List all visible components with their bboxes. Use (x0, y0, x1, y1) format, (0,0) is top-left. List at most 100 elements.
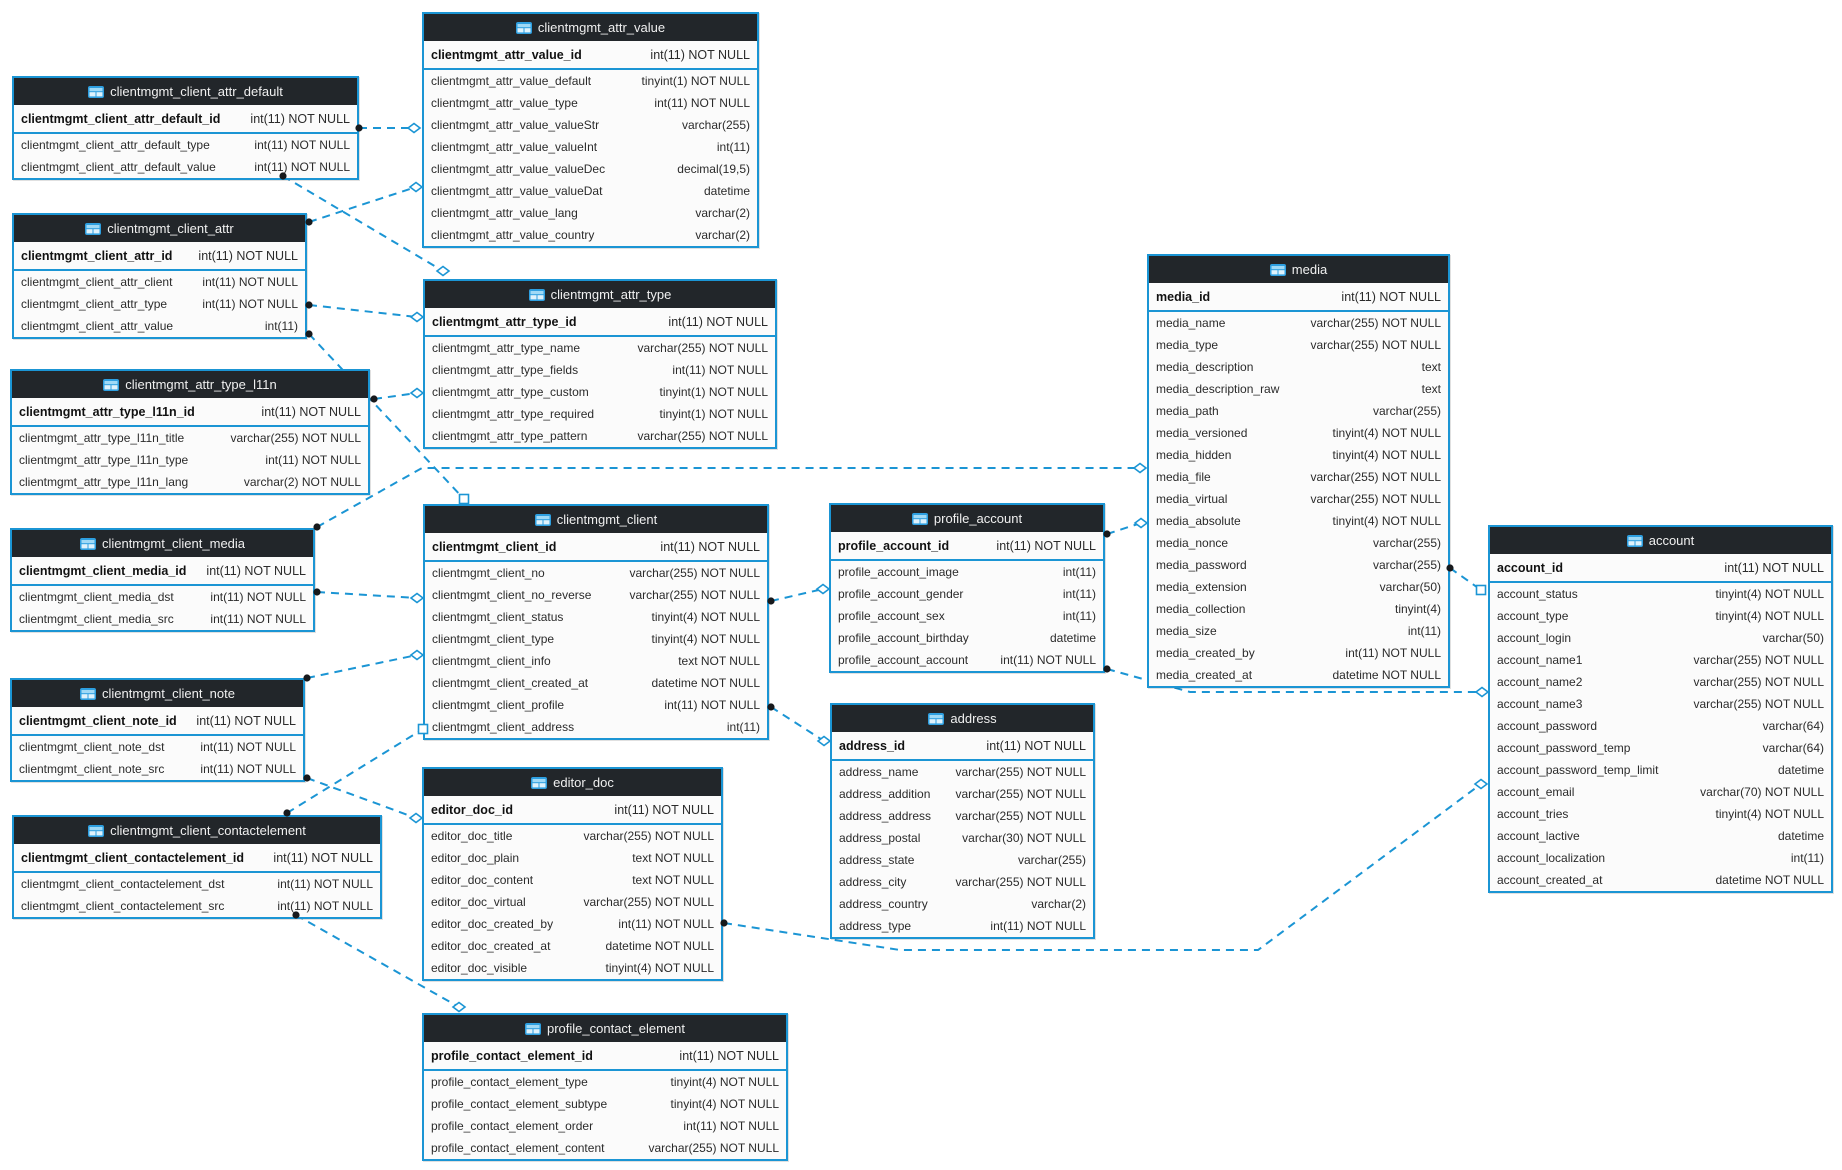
column-row[interactable]: media_extension varchar(50) (1149, 576, 1448, 598)
column-row[interactable]: profile_contact_element_subtype tinyint(… (424, 1093, 786, 1115)
table-clientmgmt_attr_type[interactable]: clientmgmt_attr_type clientmgmt_attr_typ… (423, 279, 777, 449)
column-row[interactable]: profile_account_gender int(11) (831, 583, 1103, 605)
table-header[interactable]: media (1149, 256, 1448, 283)
table-clientmgmt_attr_value[interactable]: clientmgmt_attr_value clientmgmt_attr_va… (422, 12, 759, 248)
column-row[interactable]: clientmgmt_attr_value_valueDat datetime (424, 180, 757, 202)
column-row[interactable]: account_email varchar(70) NOT NULL (1490, 781, 1831, 803)
column-row[interactable]: media_versioned tinyint(4) NOT NULL (1149, 422, 1448, 444)
column-row[interactable]: media_size int(11) (1149, 620, 1448, 642)
primary-key-row[interactable]: clientmgmt_client_id int(11) NOT NULL (425, 533, 767, 562)
table-clientmgmt_client_contactelement[interactable]: clientmgmt_client_contactelement clientm… (12, 815, 382, 919)
table-header[interactable]: address (832, 705, 1093, 732)
column-row[interactable]: account_name2 varchar(255) NOT NULL (1490, 671, 1831, 693)
column-row[interactable]: clientmgmt_attr_value_country varchar(2) (424, 224, 757, 246)
column-row[interactable]: media_file varchar(255) NOT NULL (1149, 466, 1448, 488)
column-row[interactable]: profile_contact_element_order int(11) NO… (424, 1115, 786, 1137)
column-row[interactable]: account_password_temp_limit datetime (1490, 759, 1831, 781)
column-row[interactable]: address_state varchar(255) (832, 849, 1093, 871)
column-row[interactable]: clientmgmt_client_media_src int(11) NOT … (12, 608, 313, 630)
table-clientmgmt_client_attr_default[interactable]: clientmgmt_client_attr_default clientmgm… (12, 76, 359, 180)
column-row[interactable]: address_name varchar(255) NOT NULL (832, 761, 1093, 783)
primary-key-row[interactable]: clientmgmt_attr_value_id int(11) NOT NUL… (424, 41, 757, 70)
primary-key-row[interactable]: clientmgmt_client_attr_id int(11) NOT NU… (14, 242, 305, 271)
column-row[interactable]: profile_contact_element_type tinyint(4) … (424, 1071, 786, 1093)
table-clientmgmt_client_attr[interactable]: clientmgmt_client_attr clientmgmt_client… (12, 213, 307, 339)
column-row[interactable]: editor_doc_created_by int(11) NOT NULL (424, 913, 721, 935)
column-row[interactable]: media_created_at datetime NOT NULL (1149, 664, 1448, 686)
table-profile_account[interactable]: profile_account profile_account_id int(1… (829, 503, 1105, 673)
column-row[interactable]: clientmgmt_attr_type_name varchar(255) N… (425, 337, 775, 359)
column-row[interactable]: account_localization int(11) (1490, 847, 1831, 869)
column-row[interactable]: address_addition varchar(255) NOT NULL (832, 783, 1093, 805)
column-row[interactable]: media_nonce varchar(255) (1149, 532, 1448, 554)
table-header[interactable]: profile_account (831, 505, 1103, 532)
primary-key-row[interactable]: account_id int(11) NOT NULL (1490, 554, 1831, 583)
column-row[interactable]: media_created_by int(11) NOT NULL (1149, 642, 1448, 664)
column-row[interactable]: clientmgmt_client_attr_type int(11) NOT … (14, 293, 305, 315)
column-row[interactable]: clientmgmt_attr_value_lang varchar(2) (424, 202, 757, 224)
table-header[interactable]: clientmgmt_attr_type_l11n (12, 371, 368, 398)
column-row[interactable]: address_postal varchar(30) NOT NULL (832, 827, 1093, 849)
table-clientmgmt_client[interactable]: clientmgmt_client clientmgmt_client_id i… (423, 504, 769, 740)
primary-key-row[interactable]: editor_doc_id int(11) NOT NULL (424, 796, 721, 825)
column-row[interactable]: clientmgmt_client_info text NOT NULL (425, 650, 767, 672)
column-row[interactable]: account_type tinyint(4) NOT NULL (1490, 605, 1831, 627)
table-header[interactable]: clientmgmt_client_media (12, 530, 313, 557)
column-row[interactable]: account_login varchar(50) (1490, 627, 1831, 649)
table-header[interactable]: clientmgmt_client (425, 506, 767, 533)
column-row[interactable]: editor_doc_visible tinyint(4) NOT NULL (424, 957, 721, 979)
table-address[interactable]: address address_id int(11) NOT NULL addr… (830, 703, 1095, 939)
column-row[interactable]: clientmgmt_attr_value_valueStr varchar(2… (424, 114, 757, 136)
column-row[interactable]: profile_contact_element_content varchar(… (424, 1137, 786, 1159)
table-profile_contact_element[interactable]: profile_contact_element profile_contact_… (422, 1013, 788, 1161)
column-row[interactable]: account_password_temp varchar(64) (1490, 737, 1831, 759)
column-row[interactable]: account_password varchar(64) (1490, 715, 1831, 737)
table-media[interactable]: media media_id int(11) NOT NULL media_na… (1147, 254, 1450, 688)
column-row[interactable]: clientmgmt_attr_type_fields int(11) NOT … (425, 359, 775, 381)
column-row[interactable]: clientmgmt_client_contactelement_src int… (14, 895, 380, 917)
column-row[interactable]: media_password varchar(255) (1149, 554, 1448, 576)
column-row[interactable]: account_lactive datetime (1490, 825, 1831, 847)
primary-key-row[interactable]: clientmgmt_client_media_id int(11) NOT N… (12, 557, 313, 586)
column-row[interactable]: clientmgmt_attr_type_custom tinyint(1) N… (425, 381, 775, 403)
column-row[interactable]: clientmgmt_client_media_dst int(11) NOT … (12, 586, 313, 608)
column-row[interactable]: media_type varchar(255) NOT NULL (1149, 334, 1448, 356)
column-row[interactable]: clientmgmt_attr_type_l11n_lang varchar(2… (12, 471, 368, 493)
column-row[interactable]: editor_doc_plain text NOT NULL (424, 847, 721, 869)
column-row[interactable]: profile_account_sex int(11) (831, 605, 1103, 627)
column-row[interactable]: account_name3 varchar(255) NOT NULL (1490, 693, 1831, 715)
table-header[interactable]: clientmgmt_client_note (12, 680, 303, 707)
table-header[interactable]: clientmgmt_client_contactelement (14, 817, 380, 844)
column-row[interactable]: clientmgmt_client_no_reverse varchar(255… (425, 584, 767, 606)
column-row[interactable]: account_status tinyint(4) NOT NULL (1490, 583, 1831, 605)
table-header[interactable]: account (1490, 527, 1831, 554)
primary-key-row[interactable]: address_id int(11) NOT NULL (832, 732, 1093, 761)
column-row[interactable]: address_address varchar(255) NOT NULL (832, 805, 1093, 827)
column-row[interactable]: clientmgmt_attr_value_default tinyint(1)… (424, 70, 757, 92)
primary-key-row[interactable]: profile_account_id int(11) NOT NULL (831, 532, 1103, 561)
column-row[interactable]: media_description text (1149, 356, 1448, 378)
column-row[interactable]: media_absolute tinyint(4) NOT NULL (1149, 510, 1448, 532)
column-row[interactable]: media_hidden tinyint(4) NOT NULL (1149, 444, 1448, 466)
column-row[interactable]: clientmgmt_client_attr_client int(11) NO… (14, 271, 305, 293)
column-row[interactable]: clientmgmt_client_status tinyint(4) NOT … (425, 606, 767, 628)
column-row[interactable]: clientmgmt_client_contactelement_dst int… (14, 873, 380, 895)
column-row[interactable]: media_path varchar(255) (1149, 400, 1448, 422)
column-row[interactable]: account_tries tinyint(4) NOT NULL (1490, 803, 1831, 825)
column-row[interactable]: clientmgmt_attr_type_pattern varchar(255… (425, 425, 775, 447)
column-row[interactable]: editor_doc_virtual varchar(255) NOT NULL (424, 891, 721, 913)
column-row[interactable]: clientmgmt_attr_type_required tinyint(1)… (425, 403, 775, 425)
column-row[interactable]: clientmgmt_client_attr_value int(11) (14, 315, 305, 337)
primary-key-row[interactable]: clientmgmt_attr_type_l11n_id int(11) NOT… (12, 398, 368, 427)
column-row[interactable]: clientmgmt_attr_type_l11n_title varchar(… (12, 427, 368, 449)
table-header[interactable]: profile_contact_element (424, 1015, 786, 1042)
column-row[interactable]: media_virtual varchar(255) NOT NULL (1149, 488, 1448, 510)
table-clientmgmt_client_media[interactable]: clientmgmt_client_media clientmgmt_clien… (10, 528, 315, 632)
column-row[interactable]: clientmgmt_attr_value_valueInt int(11) (424, 136, 757, 158)
table-header[interactable]: clientmgmt_attr_type (425, 281, 775, 308)
column-row[interactable]: media_description_raw text (1149, 378, 1448, 400)
column-row[interactable]: address_city varchar(255) NOT NULL (832, 871, 1093, 893)
table-header[interactable]: editor_doc (424, 769, 721, 796)
table-header[interactable]: clientmgmt_attr_value (424, 14, 757, 41)
column-row[interactable]: clientmgmt_client_note_src int(11) NOT N… (12, 758, 303, 780)
